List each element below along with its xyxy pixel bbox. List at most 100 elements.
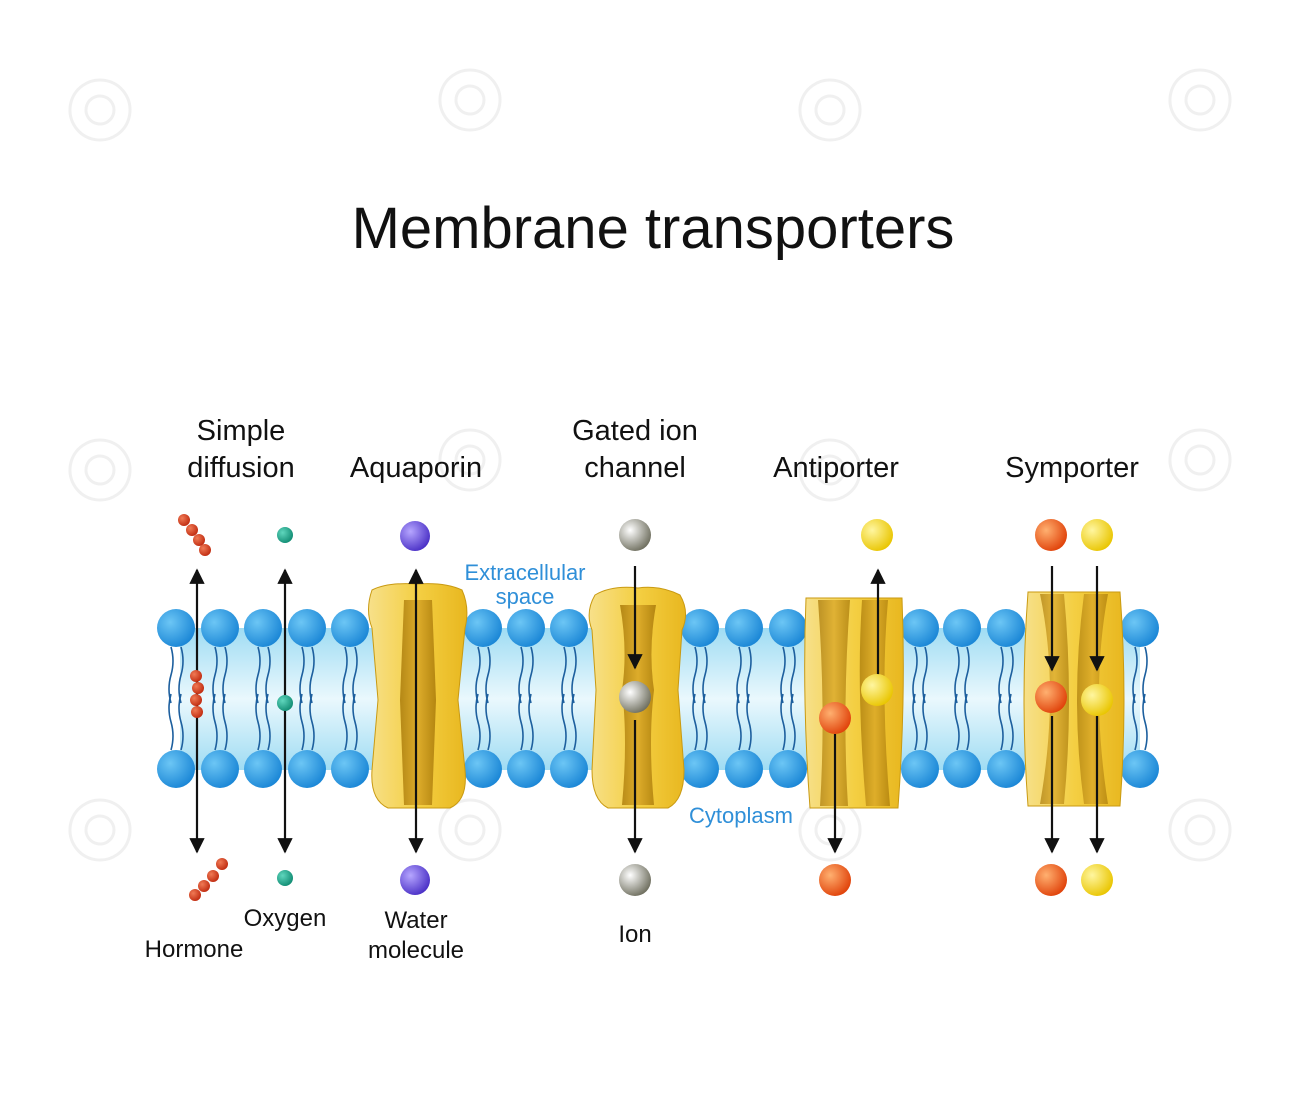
lipid-tail-lower	[309, 693, 315, 751]
lipid-tail-lower	[178, 693, 184, 751]
lipid-tail-lower	[352, 693, 358, 751]
lipid-tail-upper	[736, 646, 742, 704]
lipid-head	[331, 609, 369, 647]
diagram-title: Membrane transporters	[352, 196, 955, 261]
lipid-tail-upper	[299, 646, 305, 704]
lipid-head	[244, 750, 282, 788]
lipid-head	[987, 609, 1025, 647]
lipid-tail-upper	[912, 646, 918, 704]
lipid-tail-upper	[692, 646, 698, 704]
antiporter-orange-ion-bottom	[819, 864, 851, 896]
lipid-tail-upper	[309, 646, 315, 704]
lipid-tail-lower	[222, 693, 228, 751]
lipid-head	[288, 750, 326, 788]
lipid-tail-lower	[1142, 693, 1148, 751]
lipid-tail-upper	[255, 646, 261, 704]
header-symporter: Symporter	[1005, 452, 1139, 484]
antiporter-orange-ion-middle	[819, 702, 851, 734]
lipid-tail-upper	[352, 646, 358, 704]
watermark-logo	[438, 68, 502, 132]
lipid-tail-lower	[736, 693, 742, 751]
watermark-logo	[68, 78, 132, 142]
oxygen-label: Oxygen	[244, 905, 327, 932]
ion-molecule-middle	[619, 681, 651, 713]
lipid-tail-upper	[518, 646, 524, 704]
extracellular-space-label-line2: space	[496, 584, 555, 609]
lipid-tail-lower	[561, 693, 567, 751]
lipid-head	[769, 750, 807, 788]
lipid-tail-upper	[178, 646, 184, 704]
lipid-tail-upper	[561, 646, 567, 704]
lipid-tail-upper	[342, 646, 348, 704]
water-molecule-label-line2: molecule	[368, 937, 464, 964]
lipid-heads	[157, 609, 1159, 788]
lipid-tail-upper	[1142, 646, 1148, 704]
lipid-head	[1121, 609, 1159, 647]
lipid-tail-lower	[299, 693, 305, 751]
molecules	[178, 514, 1113, 901]
symporter-orange-ion-top	[1035, 519, 1067, 551]
ion-molecule-top	[619, 519, 651, 551]
watermark-logo	[68, 438, 132, 502]
watermark-logo	[1168, 68, 1232, 132]
oxygen-molecule-middle	[277, 695, 293, 711]
lipid-head	[987, 750, 1025, 788]
lipid-head	[331, 750, 369, 788]
lipid-tail-upper	[1132, 646, 1138, 704]
oxygen-molecule-top	[277, 527, 293, 543]
lipid-tail-lower	[1132, 693, 1138, 751]
lipid-tail-upper	[528, 646, 534, 704]
lipid-tail-upper	[780, 646, 786, 704]
watermark-logo	[1168, 428, 1232, 492]
lipid-head	[507, 609, 545, 647]
lipid-tail-upper	[954, 646, 960, 704]
lipid-head	[943, 609, 981, 647]
water-molecule-label-line1: Water	[384, 907, 447, 934]
lipid-head	[201, 750, 239, 788]
lipid-tail-upper	[998, 646, 1004, 704]
lipid-tail-upper	[265, 646, 271, 704]
oxygen-molecule-bottom	[277, 870, 293, 886]
water-molecule-top	[400, 521, 430, 551]
header-antiporter: Antiporter	[773, 452, 899, 484]
lipid-tail-upper	[475, 646, 481, 704]
header-simple-diffusion-line1: Simple	[197, 415, 286, 447]
lipid-tail-lower	[702, 693, 708, 751]
lipid-tail-lower	[168, 693, 174, 751]
lipid-head	[244, 609, 282, 647]
lipid-head	[901, 609, 939, 647]
lipid-head	[1121, 750, 1159, 788]
header-simple-diffusion-line2: diffusion	[187, 452, 295, 484]
lipid-tail-lower	[964, 693, 970, 751]
ion-molecule-bottom	[619, 864, 651, 896]
lipid-head	[681, 750, 719, 788]
header-gated-ion-channel-line2: channel	[584, 452, 686, 484]
lipid-head	[288, 609, 326, 647]
lipid-tail-lower	[954, 693, 960, 751]
water-molecule-bottom	[400, 865, 430, 895]
symporter-yellow-ion-top	[1081, 519, 1113, 551]
lipid-head	[550, 750, 588, 788]
lipid-tail-upper	[790, 646, 796, 704]
lipid-tail-lower	[571, 693, 577, 751]
lipid-head	[550, 609, 588, 647]
lipid-tail-lower	[922, 693, 928, 751]
watermark-logo	[68, 798, 132, 862]
lipid-head	[901, 750, 939, 788]
lipid-tail-lower	[912, 693, 918, 751]
symporter-orange-ion-bottom	[1035, 864, 1067, 896]
ion-label: Ion	[618, 921, 651, 948]
watermark-logo	[438, 428, 502, 492]
symporter-yellow-ion-bottom	[1081, 864, 1113, 896]
lipid-tail-lower	[342, 693, 348, 751]
hormone-molecule-middle	[190, 670, 204, 718]
symporter-protein	[1023, 591, 1125, 807]
lipid-head	[157, 750, 195, 788]
lipid-tail-lower	[692, 693, 698, 751]
lipid-head	[201, 609, 239, 647]
lipid-tail-lower	[212, 693, 218, 751]
lipid-tail-upper	[168, 646, 174, 704]
cytoplasm-label: Cytoplasm	[689, 803, 793, 828]
lipid-tail-lower	[790, 693, 796, 751]
header-aquaporin: Aquaporin	[350, 452, 482, 484]
